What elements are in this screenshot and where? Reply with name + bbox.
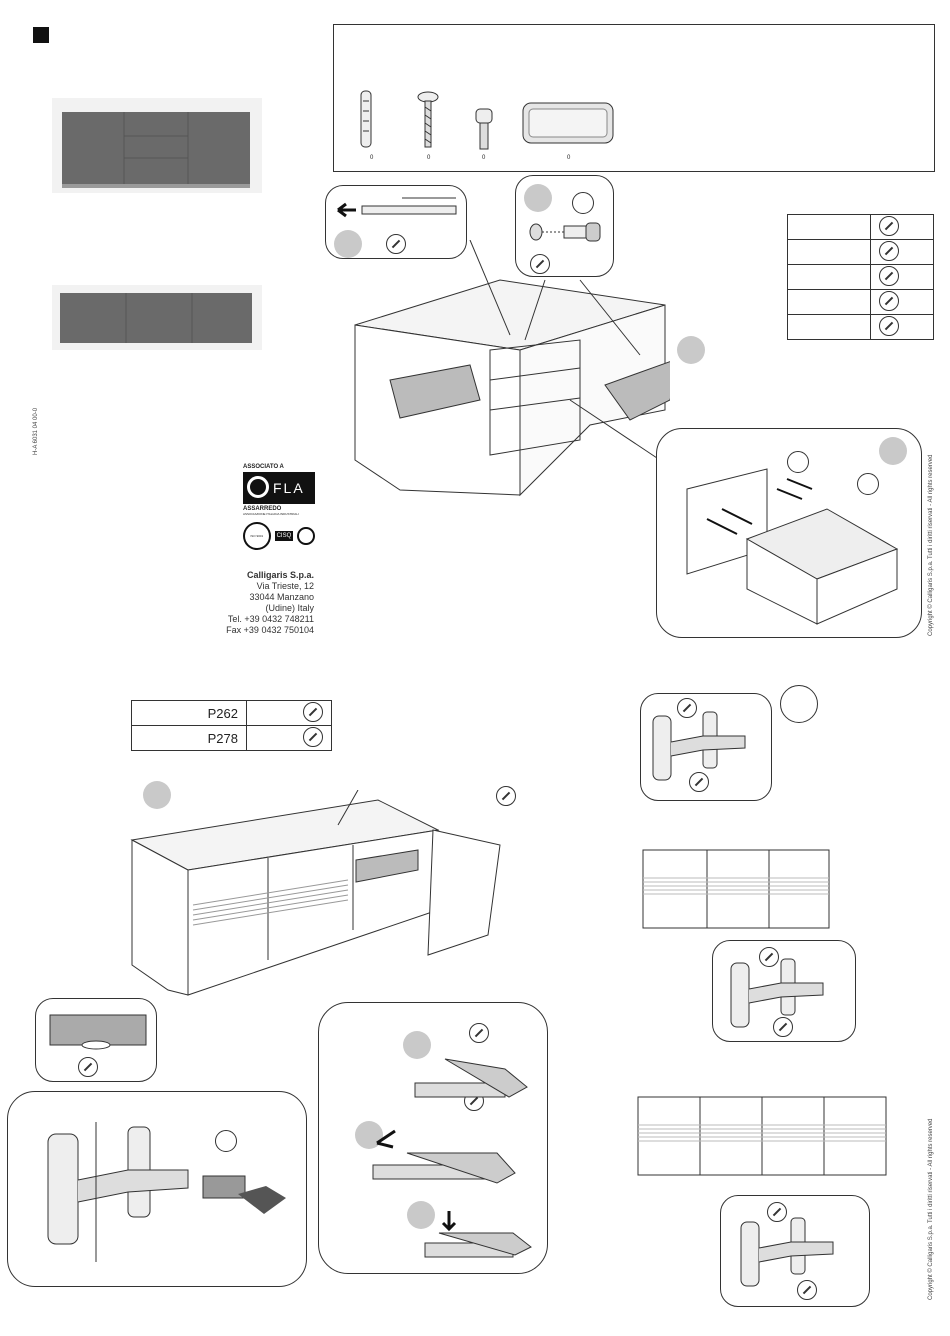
product-photo-sideboard-drawers: [52, 98, 262, 193]
document-code: H-A 6031 04 00-0: [33, 407, 39, 455]
part-ref-circle: [572, 192, 594, 214]
callout-hinge-mid: [712, 940, 856, 1042]
code-cell: [787, 314, 871, 340]
code-cell: [787, 289, 871, 315]
code-cell: P262: [131, 700, 247, 726]
screwdriver-icon: [879, 240, 899, 261]
screwdriver-icon: [689, 772, 709, 792]
copyright-top: Copyright © Calligaris S.p.a. Tutti i di…: [928, 454, 934, 636]
screwdriver-icon: [303, 701, 323, 722]
code-table-bottom: P262 P278: [131, 700, 332, 751]
part-ref-circle: [787, 451, 809, 473]
callout-cam-pin: [515, 175, 614, 277]
logo-associated: ASSOCIATO A: [243, 464, 284, 470]
screwdriver-icon: [879, 290, 899, 311]
code-cell: [787, 214, 871, 240]
callout-hinge-cap: [7, 1091, 307, 1287]
cert-iso: ISO 9001: [250, 534, 264, 538]
cert-cisq: CISQ: [274, 531, 294, 541]
step-circle: [677, 336, 705, 364]
hardware-box: 0 0 0 0: [333, 24, 935, 172]
section-marker: [33, 27, 49, 43]
step-circle: [334, 230, 362, 258]
qty-cam: 0: [482, 155, 486, 161]
hinge-cover-cap-icon: [522, 102, 614, 144]
qty-screw: 0: [427, 155, 431, 161]
step-circle: [879, 437, 907, 465]
sideboard-door-drawing: [130, 790, 501, 996]
logo-sub: ASSARREDO: [243, 506, 282, 512]
sideboard-exploded-drawing: [354, 240, 670, 497]
front-view-3-doors: [642, 849, 830, 929]
screwdriver-icon: [879, 215, 899, 236]
screwdriver-icon: [767, 1202, 787, 1222]
code-cell: P278: [131, 725, 247, 751]
step-circle: [403, 1031, 431, 1059]
logo-sub2: ASSOCIAZIONE ITALIANA INDUSTRIALI: [243, 512, 299, 516]
company-address: Calligaris S.p.a. Via Trieste, 12 33044 …: [200, 570, 314, 636]
address-line: Via Trieste, 12: [256, 581, 314, 591]
code-table-top: [787, 214, 934, 340]
code-cell: [787, 264, 871, 290]
qty-cap: 0: [567, 155, 571, 161]
screwdriver-icon: [386, 234, 406, 254]
step-circle: [524, 184, 552, 212]
screwdriver-icon: [496, 786, 516, 806]
front-view-4-doors: [637, 1096, 887, 1176]
address-line: 33044 Manzano: [249, 592, 314, 602]
callout-foot: [35, 998, 157, 1082]
company-name: Calligaris S.p.a.: [246, 570, 314, 580]
step-circle: [143, 781, 171, 809]
copyright-bottom: Copyright © Calligaris S.p.a. Tutti i di…: [928, 1118, 934, 1300]
callout-hinge-steps: [318, 1002, 548, 1274]
screw-icon: [417, 91, 439, 148]
screwdriver-icon: [530, 254, 550, 274]
fax: Fax +39 0432 750104: [226, 625, 314, 635]
screwdriver-icon: [879, 315, 899, 336]
part-ref-circle: [215, 1130, 237, 1152]
screwdriver-icon: [78, 1057, 98, 1077]
logo-brand: FLA: [273, 480, 305, 496]
screwdriver-icon: [469, 1023, 489, 1043]
tool-badge: [780, 685, 818, 723]
cam-pin-icon: [475, 108, 493, 150]
phone: Tel. +39 0432 748211: [227, 614, 314, 624]
part-ref-circle: [857, 473, 879, 495]
callout-hinge-top: [640, 693, 772, 801]
qty-dowel: 0: [370, 155, 374, 161]
screwdriver-icon: [773, 1017, 793, 1037]
screwdriver-icon: [879, 265, 899, 286]
callout-drawer-slide: [325, 185, 467, 259]
screwdriver-icon: [303, 726, 323, 747]
screwdriver-icon: [797, 1280, 817, 1300]
product-photo-sideboard-low: [52, 285, 262, 350]
address-line: (Udine) Italy: [265, 603, 314, 613]
code-cell: [787, 239, 871, 265]
callout-drawer-assembly: [656, 428, 922, 638]
dowel-icon: [360, 90, 372, 148]
screwdriver-icon: [759, 947, 779, 967]
step-circle: [407, 1201, 435, 1229]
callout-hinge-bottom: [720, 1195, 870, 1307]
assarredo-logo: ASSOCIATO A FLA ASSARREDO ASSOCIAZIONE I…: [243, 464, 315, 550]
screwdriver-icon: [677, 698, 697, 718]
